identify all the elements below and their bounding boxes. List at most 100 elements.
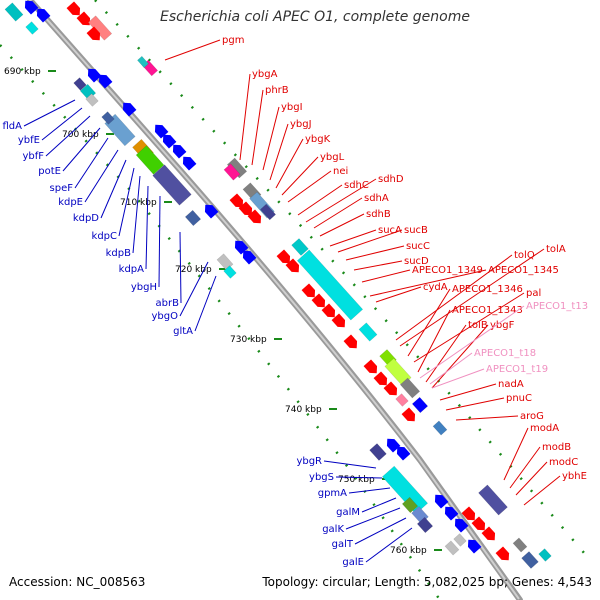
reverse-gene-label: ybgO: [152, 311, 179, 322]
reverse-gene-label: speF: [50, 183, 74, 194]
reverse-gene-block: [4, 2, 24, 22]
forward-gene-leader: [515, 461, 548, 496]
forward-gene-block: [432, 420, 448, 436]
forward-gene-label: ybgJ: [290, 119, 312, 130]
reverse-gene-label: kdpA: [119, 264, 144, 275]
forward-gene-label: sdhC: [344, 180, 369, 191]
reverse-gene-block: [416, 516, 434, 534]
forward-gene-block: [296, 249, 364, 321]
forward-gene-block: [399, 377, 421, 399]
forward-gene-label: pal: [526, 288, 541, 299]
reverse-gene-label: galT: [332, 539, 354, 550]
forward-gene-label: tolA: [546, 244, 566, 255]
reverse-gene-label: galM: [336, 507, 360, 518]
forward-gene-leader: [439, 383, 497, 401]
forward-gene-label: APECO1_1349: [412, 265, 483, 276]
forward-gene-block: [478, 484, 508, 516]
reverse-gene-arrow: [162, 134, 177, 149]
forward-gene-leader: [353, 260, 403, 271]
reverse-gene-block: [444, 540, 460, 556]
forward-gene-label: sdhA: [364, 193, 389, 204]
reverse-gene-label: ybgR: [296, 456, 322, 467]
forward-gene-leader: [313, 197, 363, 229]
reverse-gene-label: kdpD: [73, 213, 99, 224]
reverse-gene-label: ybfF: [22, 151, 44, 162]
reverse-gene-leader: [361, 497, 397, 513]
reverse-gene-arrow: [234, 240, 249, 255]
reverse-gene-leader: [158, 195, 161, 288]
forward-gene-leader: [369, 269, 487, 297]
reverse-gene-leader: [84, 149, 119, 203]
forward-gene-leader: [329, 229, 377, 247]
reverse-gene-block: [184, 209, 202, 227]
reverse-gene-arrow: [386, 438, 401, 453]
reverse-gene-block: [401, 496, 419, 514]
reverse-gene-block: [101, 111, 115, 125]
forward-gene-leader: [361, 269, 411, 283]
forward-gene-arrow: [301, 283, 316, 298]
forward-gene-leader: [445, 397, 505, 411]
forward-gene-label: ybgL: [320, 152, 345, 163]
forward-gene-arrow: [229, 193, 244, 208]
trna-leader: [431, 368, 485, 389]
forward-gene-block: [259, 203, 277, 221]
forward-gene-label: sdhB: [366, 209, 391, 220]
forward-gene-label: sucC: [406, 241, 430, 252]
reverse-gene-label: abrB: [156, 298, 180, 309]
reverse-gene-block: [25, 21, 39, 35]
forward-gene-label: nadA: [498, 379, 524, 390]
reverse-gene-leader: [345, 507, 401, 530]
reverse-gene-label: kdpB: [106, 248, 131, 259]
forward-gene-label: tolQ: [514, 250, 535, 261]
reverse-gene-arrow: [154, 124, 169, 139]
reverse-gene-label: ybfE: [18, 135, 40, 146]
forward-gene-block: [411, 396, 429, 414]
forward-gene-leader: [287, 170, 332, 203]
forward-gene-leader: [407, 288, 451, 357]
forward-gene-label: pnuC: [506, 393, 532, 404]
forward-gene-label: APECO1_1345: [488, 265, 559, 276]
reverse-gene-label: ybgS: [309, 472, 334, 483]
reverse-gene-leader: [23, 99, 76, 127]
forward-gene-leader: [275, 138, 304, 189]
reverse-gene-leader: [323, 460, 377, 469]
forward-gene-arrow: [66, 1, 81, 16]
accession-text: Accession: NC_008563: [9, 575, 146, 589]
forward-gene-leader: [425, 324, 467, 383]
forward-gene-leader: [239, 73, 251, 161]
reverse-gene-block: [223, 265, 237, 279]
forward-gene-label: phrB: [265, 85, 289, 96]
forward-gene-label: sucB: [404, 225, 428, 236]
reverse-gene-arrow: [434, 494, 449, 509]
forward-gene-label: ybgA: [252, 69, 278, 80]
forward-gene-leader: [305, 178, 377, 223]
forward-gene-block: [538, 548, 552, 562]
reverse-gene-label: galE: [342, 557, 364, 568]
forward-gene-arrow: [247, 209, 262, 224]
forward-gene-block: [291, 238, 309, 256]
backbone-highlight: [28, 0, 520, 600]
forward-gene-leader: [251, 89, 264, 166]
forward-gene-label: cydA: [423, 282, 448, 293]
reverse-gene-label: ybgH: [131, 282, 157, 293]
forward-gene-leader: [269, 123, 289, 181]
reverse-gene-leader: [354, 517, 407, 545]
forward-gene-leader: [164, 39, 221, 61]
forward-gene-label: ybgI: [281, 102, 303, 113]
forward-gene-arrow: [86, 26, 101, 41]
forward-gene-arrow: [481, 526, 496, 541]
reverse-gene-leader: [41, 107, 83, 141]
trna-label: APECO1_t19: [486, 364, 548, 375]
reverse-gene-label: kdpC: [92, 231, 117, 242]
reverse-gene-leader: [74, 137, 109, 189]
forward-gene-leader: [509, 446, 541, 489]
outer-dotted-ring: [94, 0, 591, 561]
reverse-gene-leader: [179, 231, 182, 304]
forward-gene-block: [521, 551, 539, 569]
reverse-gene-block: [135, 145, 165, 175]
reverse-gene-arrow: [24, 0, 39, 15]
reverse-gene-leader: [348, 487, 391, 494]
reverse-gene-block: [85, 93, 99, 107]
reverse-gene-leader: [45, 115, 91, 157]
